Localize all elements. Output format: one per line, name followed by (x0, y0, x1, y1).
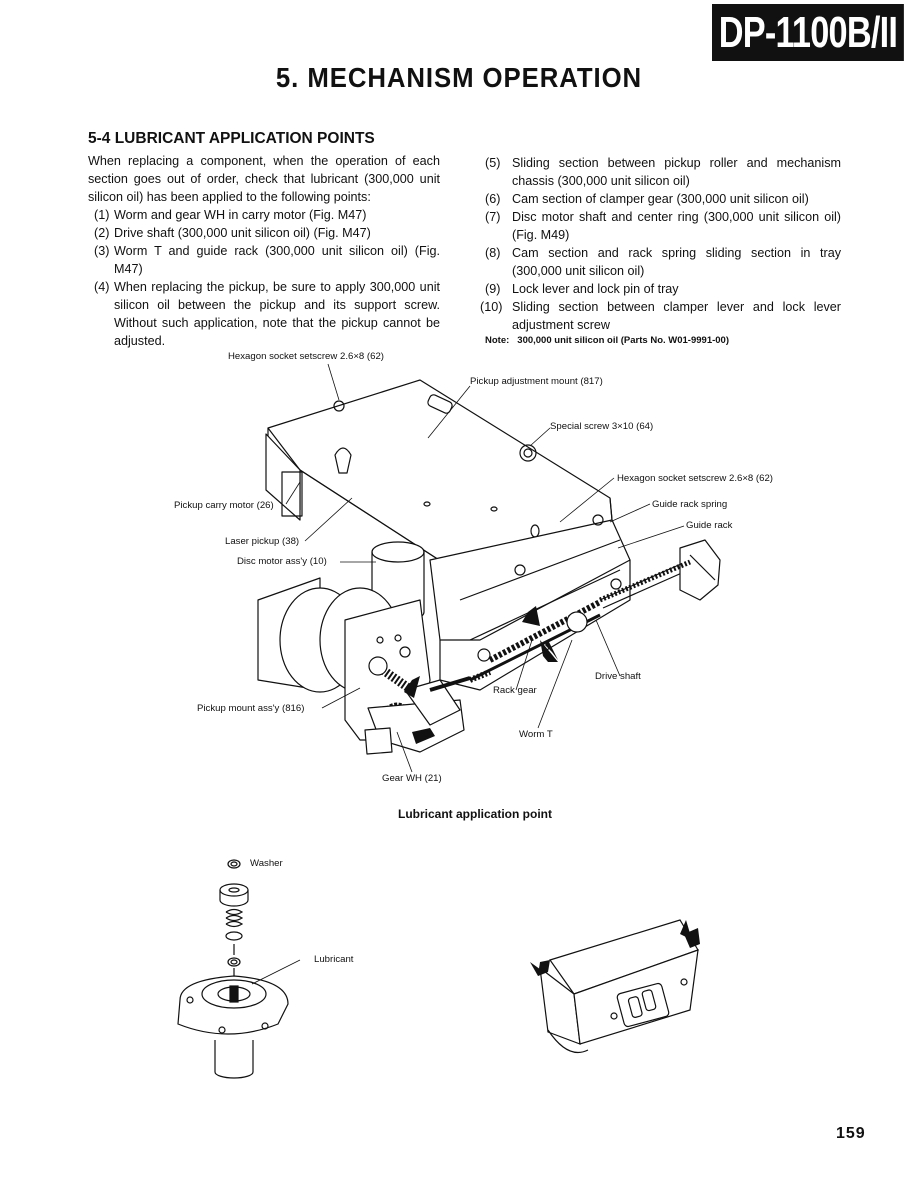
label-disc-motor: Disc motor ass'y (10) (237, 556, 327, 567)
list-item: (1) Worm and gear WH in carry motor (Fig.… (94, 206, 440, 224)
list-item: (6) Cam section of clamper gear (300,000 … (485, 190, 841, 208)
list-item: (5) Sliding section between pickup roller… (485, 154, 841, 190)
left-column: When replacing a component, when the ope… (88, 152, 440, 350)
label-pickup-adjustment-mount: Pickup adjustment mount (817) (470, 376, 603, 387)
model-badge: DP-1100B/II (712, 4, 904, 61)
item-text: Cam section of clamper gear (300,000 uni… (512, 192, 809, 206)
page-number: 159 (836, 1125, 866, 1142)
item-text: Drive shaft (300,000 unit silicon oil) (… (114, 226, 371, 240)
figure-caption: Lubricant application point (398, 807, 552, 821)
label-pickup-mount: Pickup mount ass'y (816) (197, 703, 305, 714)
item-text: Sliding section between clamper lever an… (512, 300, 841, 332)
label-gear-wh: Gear WH (21) (382, 773, 442, 784)
item-number: (2) (94, 226, 110, 240)
item-number: (4) (94, 280, 110, 294)
list-item: (10) Sliding section between clamper leve… (480, 298, 841, 334)
label-guide-rack-spring: Guide rack spring (652, 499, 728, 510)
item-text: Cam section and rack spring sliding sect… (512, 246, 841, 278)
label-pickup-carry-motor: Pickup carry motor (26) (174, 500, 274, 511)
intro-paragraph: When replacing a component, when the ope… (88, 154, 440, 204)
list-item: (2) Drive shaft (300,000 unit silicon oil… (94, 224, 440, 242)
label-drive-shaft: Drive shaft (595, 671, 641, 682)
item-number: (6) (485, 192, 501, 206)
leader-lines (285, 363, 685, 773)
arrow-icon (522, 606, 540, 626)
item-number: (7) (485, 210, 501, 224)
arrow-icon (545, 640, 558, 660)
label-lubricant: Lubricant (314, 954, 354, 965)
item-number: (1) (94, 208, 110, 222)
pickup-block (539, 919, 699, 1054)
item-number: (3) (94, 244, 110, 258)
item-number: (5) (485, 156, 501, 170)
label-worm-t: Worm T (519, 729, 553, 740)
item-number: (8) (485, 246, 501, 260)
item-number: (9) (485, 282, 501, 296)
label-rack-gear: Rack gear (493, 685, 537, 696)
lubricant-arrows (404, 606, 558, 744)
label-special-screw: Special screw 3×10 (64) (550, 421, 654, 432)
label-hex-screw-top: Hexagon socket setscrew 2.6×8 (62) (228, 351, 384, 362)
arrow-icon (680, 920, 692, 940)
arrow-icon (540, 640, 558, 662)
list-item: (4) When replacing the pickup, be sure to… (94, 278, 440, 350)
item-text: Sliding section between pickup roller an… (512, 156, 841, 188)
item-text: Worm T and guide rack (300,000 unit sili… (114, 244, 440, 276)
item-text: When replacing the pickup, be sure to ap… (114, 280, 440, 348)
arrow-icon (412, 728, 435, 744)
section-title: 5-4 LUBRICANT APPLICATION POINTS (88, 130, 375, 147)
arrow-icon (530, 962, 544, 976)
note: Note: 300,000 unit silicon oil (Parts No.… (485, 335, 729, 346)
list-item: (8) Cam section and rack spring sliding s… (485, 244, 841, 280)
item-text: Worm and gear WH in carry motor (Fig. M4… (114, 208, 367, 222)
item-number: (10) (480, 300, 503, 314)
hex-screw-top (333, 400, 345, 412)
label-guide-rack: Guide rack (686, 520, 733, 531)
spindle-assembly (177, 859, 289, 1079)
note-label: Note: (485, 335, 510, 346)
list-item: (7) Disc motor shaft and center ring (300… (485, 208, 841, 244)
special-screw (519, 444, 537, 462)
arrow-icon (404, 676, 420, 698)
label-hex-screw-right: Hexagon socket setscrew 2.6×8 (62) (617, 473, 773, 484)
label-washer: Washer (250, 858, 283, 869)
list-item: (3) Worm T and guide rack (300,000 unit s… (94, 242, 440, 278)
note-text: 300,000 unit silicon oil (Parts No. W01-… (517, 335, 729, 346)
label-laser-pickup: Laser pickup (38) (225, 536, 300, 547)
page-title: 5. MECHANISM OPERATION (275, 62, 643, 93)
item-text: Disc motor shaft and center ring (300,00… (512, 210, 841, 242)
list-item: (9) Lock lever and lock pin of tray (485, 280, 841, 298)
item-text: Lock lever and lock pin of tray (512, 282, 679, 296)
right-column: (5) Sliding section between pickup roller… (480, 154, 841, 334)
